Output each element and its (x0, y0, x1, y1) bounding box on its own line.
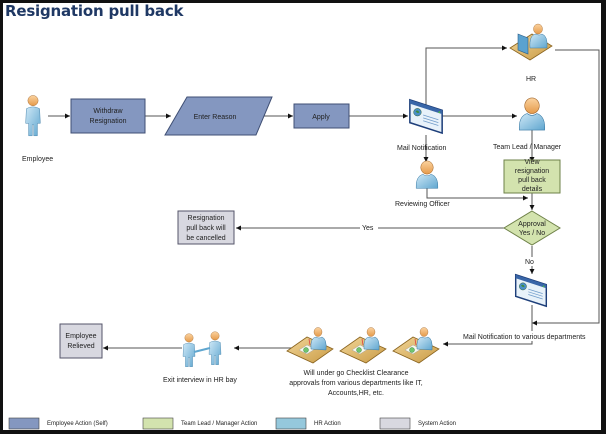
employee-actor: Employee (22, 95, 53, 163)
view-label-2: resignation (515, 168, 549, 175)
exit-interview: Exit interview in HR bay (163, 331, 237, 384)
checklist-label-3: Accounts,HR, etc. (328, 390, 384, 397)
hr-desk-icon (509, 23, 553, 61)
hr-actor: HR (509, 23, 553, 83)
mail-icon (409, 99, 443, 134)
employee-icon (25, 95, 41, 137)
edge-reviewer-approval (426, 186, 528, 201)
cancel-label-3: be cancelled (186, 235, 225, 242)
mail-depts-icon (514, 273, 548, 307)
edge-hr-depts (532, 49, 600, 326)
approval-label-2: Yes / No (519, 230, 545, 237)
employee-label: Employee (22, 156, 53, 163)
view-label-4: details (522, 186, 543, 193)
team-lead-actor: Team Lead / Manager (493, 97, 562, 151)
mail-notification-depts: Mail Notification to various departments (462, 273, 600, 341)
withdraw-label-1: Withdraw (93, 108, 123, 115)
cancel-label-2: pull back will (186, 225, 226, 232)
cancelled-node[interactable]: Resignation pull back will be cancelled (177, 210, 235, 245)
no-label: No (525, 259, 534, 266)
reviewing-officer-icon (415, 160, 439, 189)
enter-reason-label: Enter Reason (194, 114, 237, 121)
withdraw-resignation-node[interactable]: Withdraw Resignation (70, 98, 146, 134)
yes-label: Yes (362, 225, 374, 232)
legend-swatch-team-lead (142, 417, 174, 430)
apply-label: Apply (312, 114, 330, 121)
mail-notification-label: Mail Notification (397, 145, 447, 152)
apply-node[interactable]: Apply (293, 103, 350, 129)
person-icon (208, 331, 222, 365)
legend-swatch-system (379, 417, 411, 430)
mail-notification: Mail Notification (397, 99, 447, 152)
legend-label-employee: Employee Action (Self) (47, 421, 108, 427)
reviewing-officer-label: Reviewing Officer (395, 201, 450, 208)
checklist-label-2: approvals from various departments like … (289, 380, 422, 387)
relieved-label-2: Relieved (67, 343, 94, 350)
legend-label-system: System Action (418, 421, 456, 427)
relieved-label-1: Employee (65, 333, 96, 340)
legend-label-hr: HR Action (314, 421, 341, 427)
checklist-label-1: Will under go Checklist Clearance (303, 370, 408, 377)
employee-relieved-node[interactable]: Employee Relieved (59, 323, 103, 359)
page-title: Resignation pull back (5, 2, 184, 20)
cancel-label-1: Resignation (188, 215, 225, 222)
view-label-1: View (524, 159, 540, 166)
legend-swatch-hr (275, 417, 307, 430)
edge-mail-hr (425, 45, 507, 110)
legend-swatch-employee (8, 417, 40, 430)
legend-label-team-lead: Team Lead / Manager Action (181, 421, 257, 427)
connectors (48, 45, 600, 351)
desk-worker-icon (286, 327, 334, 364)
desk-worker-icon (339, 327, 387, 364)
reviewing-officer-actor: Reviewing Officer (395, 160, 450, 208)
view-label-3: pull back (518, 177, 546, 184)
enter-reason-node[interactable]: Enter Reason (164, 96, 273, 136)
desk-worker-icon (392, 327, 440, 364)
person-icon (182, 333, 196, 367)
exit-interview-label: Exit interview in HR bay (163, 377, 237, 384)
withdraw-label-2: Resignation (90, 118, 127, 125)
legend: Employee Action (Self) Team Lead / Manag… (8, 417, 456, 430)
checklist-clearance: Will under go Checklist Clearance approv… (286, 327, 440, 397)
team-lead-label: Team Lead / Manager (493, 144, 562, 151)
mail-depts-label: Mail Notification to various departments (463, 334, 586, 341)
approval-label-1: Approval (518, 221, 546, 228)
hr-label: HR (526, 76, 536, 83)
edge-mail-checklist (443, 305, 533, 347)
approval-decision[interactable]: Approval Yes / No (503, 210, 561, 246)
view-details-node[interactable]: View resignation pull back details (503, 159, 561, 194)
team-lead-icon (518, 97, 546, 131)
